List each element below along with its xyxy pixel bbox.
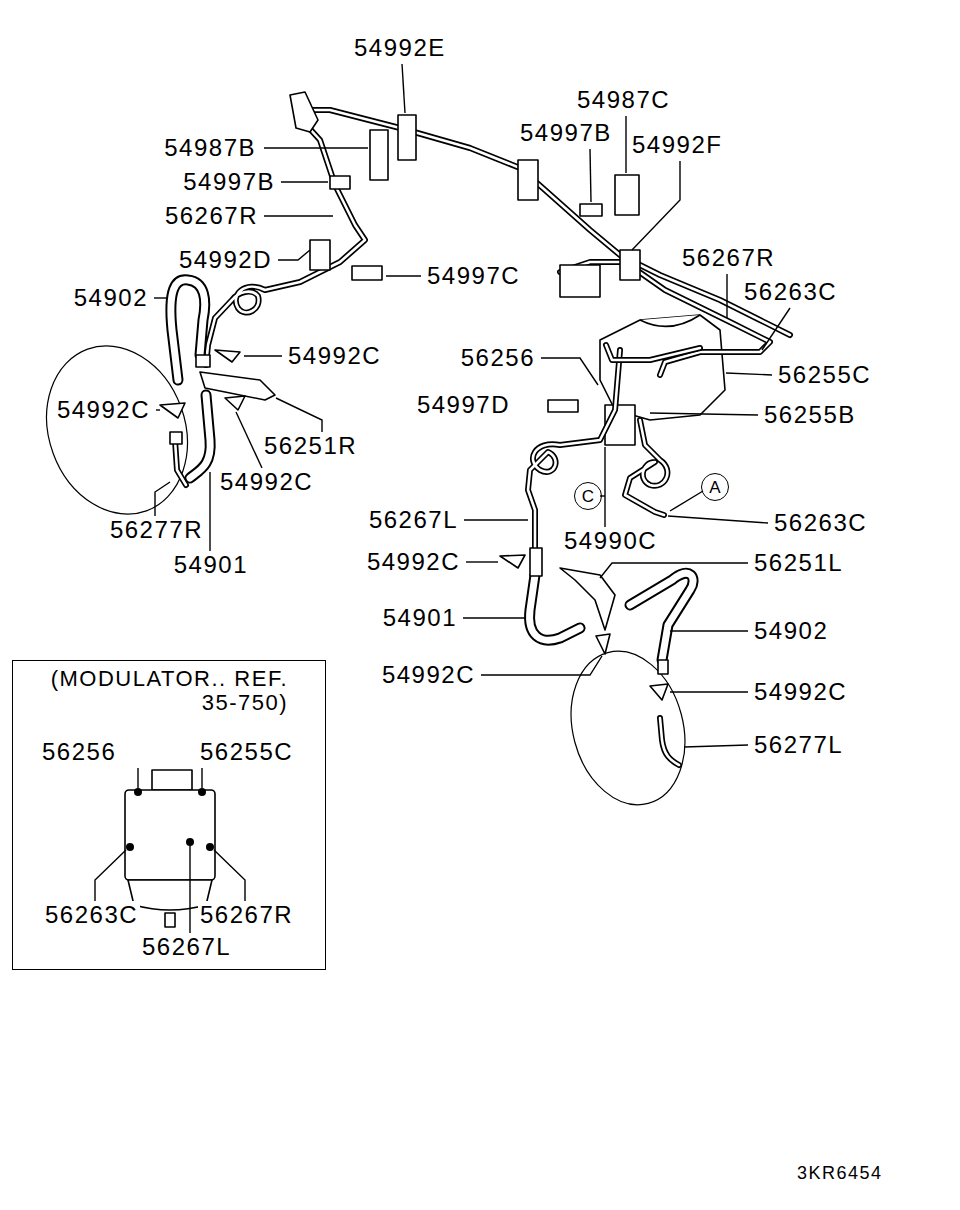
- callout-circle: A: [701, 473, 729, 501]
- part-number: 54992C: [752, 678, 849, 706]
- part-number: 54902: [752, 617, 830, 645]
- inset-frame: (MODULATOR.. REF. 35-750): [12, 660, 326, 970]
- part-number: 54992C: [380, 661, 477, 689]
- part-number: 54990C: [562, 527, 659, 555]
- callout-letter: C: [582, 488, 594, 505]
- part-number: 56267L: [140, 933, 233, 961]
- part-number: 54997C: [425, 262, 522, 290]
- part-number: 56277L: [752, 731, 845, 759]
- drawing-number: 3KR6454: [795, 1162, 885, 1184]
- part-number: 56255C: [776, 361, 873, 389]
- callout-letter: A: [709, 479, 720, 496]
- part-number: 54992C: [55, 396, 152, 424]
- part-number: 56256: [40, 738, 118, 766]
- part-number: 56277R: [108, 516, 205, 544]
- part-number: 54901: [381, 604, 459, 632]
- part-number: 54901: [172, 551, 250, 579]
- part-number: 56267R: [163, 202, 260, 230]
- part-number: 54992C: [286, 342, 383, 370]
- part-number: 56251L: [752, 549, 845, 577]
- part-number: 56263C: [742, 278, 839, 306]
- part-number: 56267L: [367, 506, 460, 534]
- part-number: 54992F: [630, 131, 724, 159]
- part-number: 54997D: [415, 391, 512, 419]
- part-number: 56256: [459, 344, 537, 372]
- part-number: 56251R: [262, 432, 359, 460]
- part-number: 54992C: [218, 468, 315, 496]
- part-number: 54992E: [352, 34, 448, 62]
- part-number: 56255B: [762, 401, 858, 429]
- part-number: 54997B: [518, 119, 614, 147]
- part-number: 56267R: [680, 244, 777, 272]
- inset-caption: (MODULATOR.. REF. 35-750): [43, 667, 288, 715]
- callout-circle: C: [574, 482, 602, 510]
- part-number: 54987C: [575, 86, 672, 114]
- part-number: 56263C: [43, 901, 140, 929]
- part-number: 54992C: [365, 548, 462, 576]
- part-number: 56267R: [198, 901, 295, 929]
- part-number: 54992D: [177, 246, 274, 274]
- part-number: 54997B: [181, 168, 277, 196]
- part-number: 54987B: [162, 134, 258, 162]
- part-number: 54902: [72, 284, 150, 312]
- part-number: 56255C: [198, 738, 295, 766]
- part-number: 56263C: [772, 509, 869, 537]
